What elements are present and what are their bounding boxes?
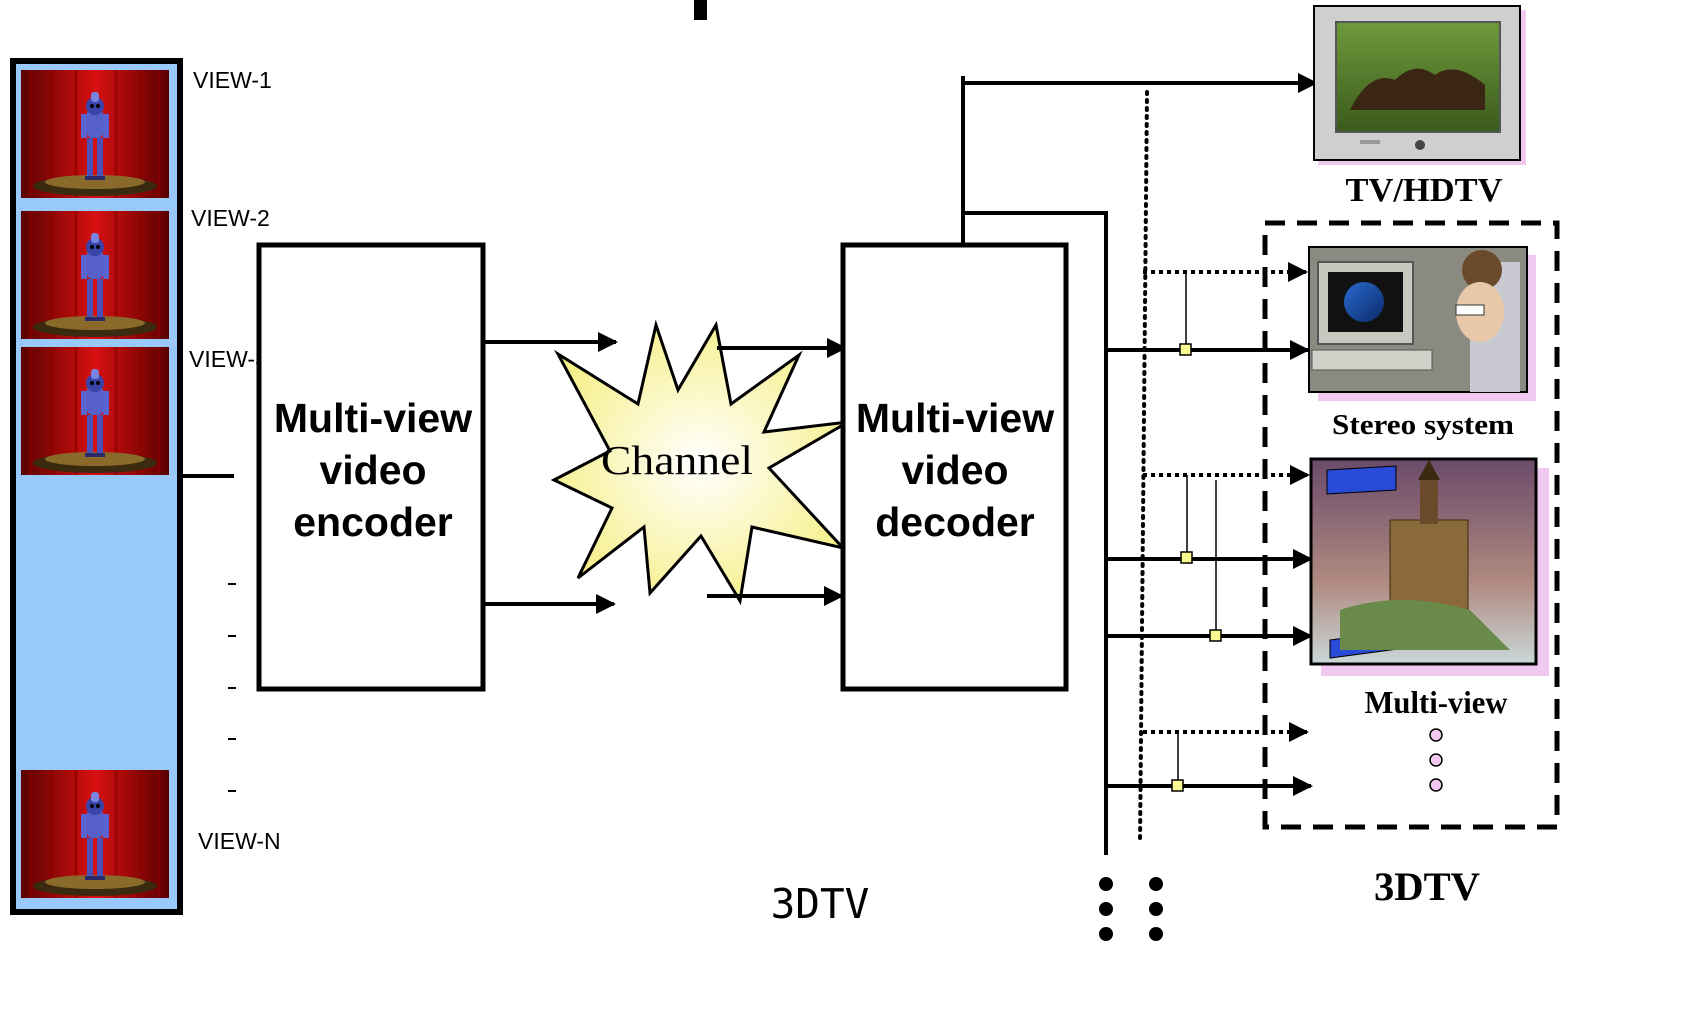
decoder-label-line1: Multi-view [856, 395, 1054, 441]
channel-label: Channel [601, 437, 753, 483]
decoder-label: Multi-view video decoder [856, 395, 1054, 545]
continuation-dots [1099, 877, 1163, 941]
aux-connector-markers [1171, 343, 1222, 792]
channel-burst [550, 319, 849, 606]
view-ellipsis-dashes [228, 583, 236, 792]
television-icon [1313, 5, 1526, 165]
tv-label: TV/HDTV [1346, 172, 1503, 209]
decoder-label-line2: video [901, 447, 1008, 493]
3dtv-group-box [1262, 220, 1560, 830]
robot-on-stage-icon [19, 768, 171, 900]
footer-caption: 3DTV [771, 880, 870, 928]
decoder-label-line3: decoder [875, 499, 1035, 545]
view-n-thumbnail [19, 768, 171, 900]
multiview-label: Multi-view [1365, 684, 1508, 720]
view-2-thumbnail [19, 209, 171, 341]
aux-connector-lines [1177, 272, 1217, 785]
3dtv-group-label: 3DTV [1374, 864, 1480, 909]
view-3-thumbnail [19, 345, 171, 477]
auxiliary-dotted-bus [1138, 90, 1149, 845]
view-2-label: VIEW-2 [191, 205, 270, 231]
stereo-label: Stereo system [1332, 409, 1514, 441]
encoder-label-line1: Multi-view [274, 395, 472, 441]
more-displays-ellipsis [1429, 728, 1443, 792]
encoder-label: Multi-view video encoder [274, 395, 472, 545]
autostereoscopic-display-icon [1309, 457, 1549, 676]
encoder-box [256, 242, 486, 692]
view-1-label: VIEW-1 [193, 67, 272, 93]
encoder-label-line2: video [319, 447, 426, 493]
view-3-label: VIEW-3 [189, 346, 268, 372]
encoder-label-line3: encoder [293, 499, 453, 545]
decoder-routing [961, 76, 1108, 855]
robot-on-stage-icon [19, 68, 171, 200]
view-n-label: VIEW-N [198, 828, 281, 854]
decoder-box [840, 242, 1069, 692]
clipped-title-fragment [694, 0, 707, 20]
robot-on-stage-icon [19, 345, 171, 477]
view-1-thumbnail [19, 68, 171, 200]
robot-on-stage-icon [19, 209, 171, 341]
stereo-workstation-icon [1308, 246, 1536, 401]
